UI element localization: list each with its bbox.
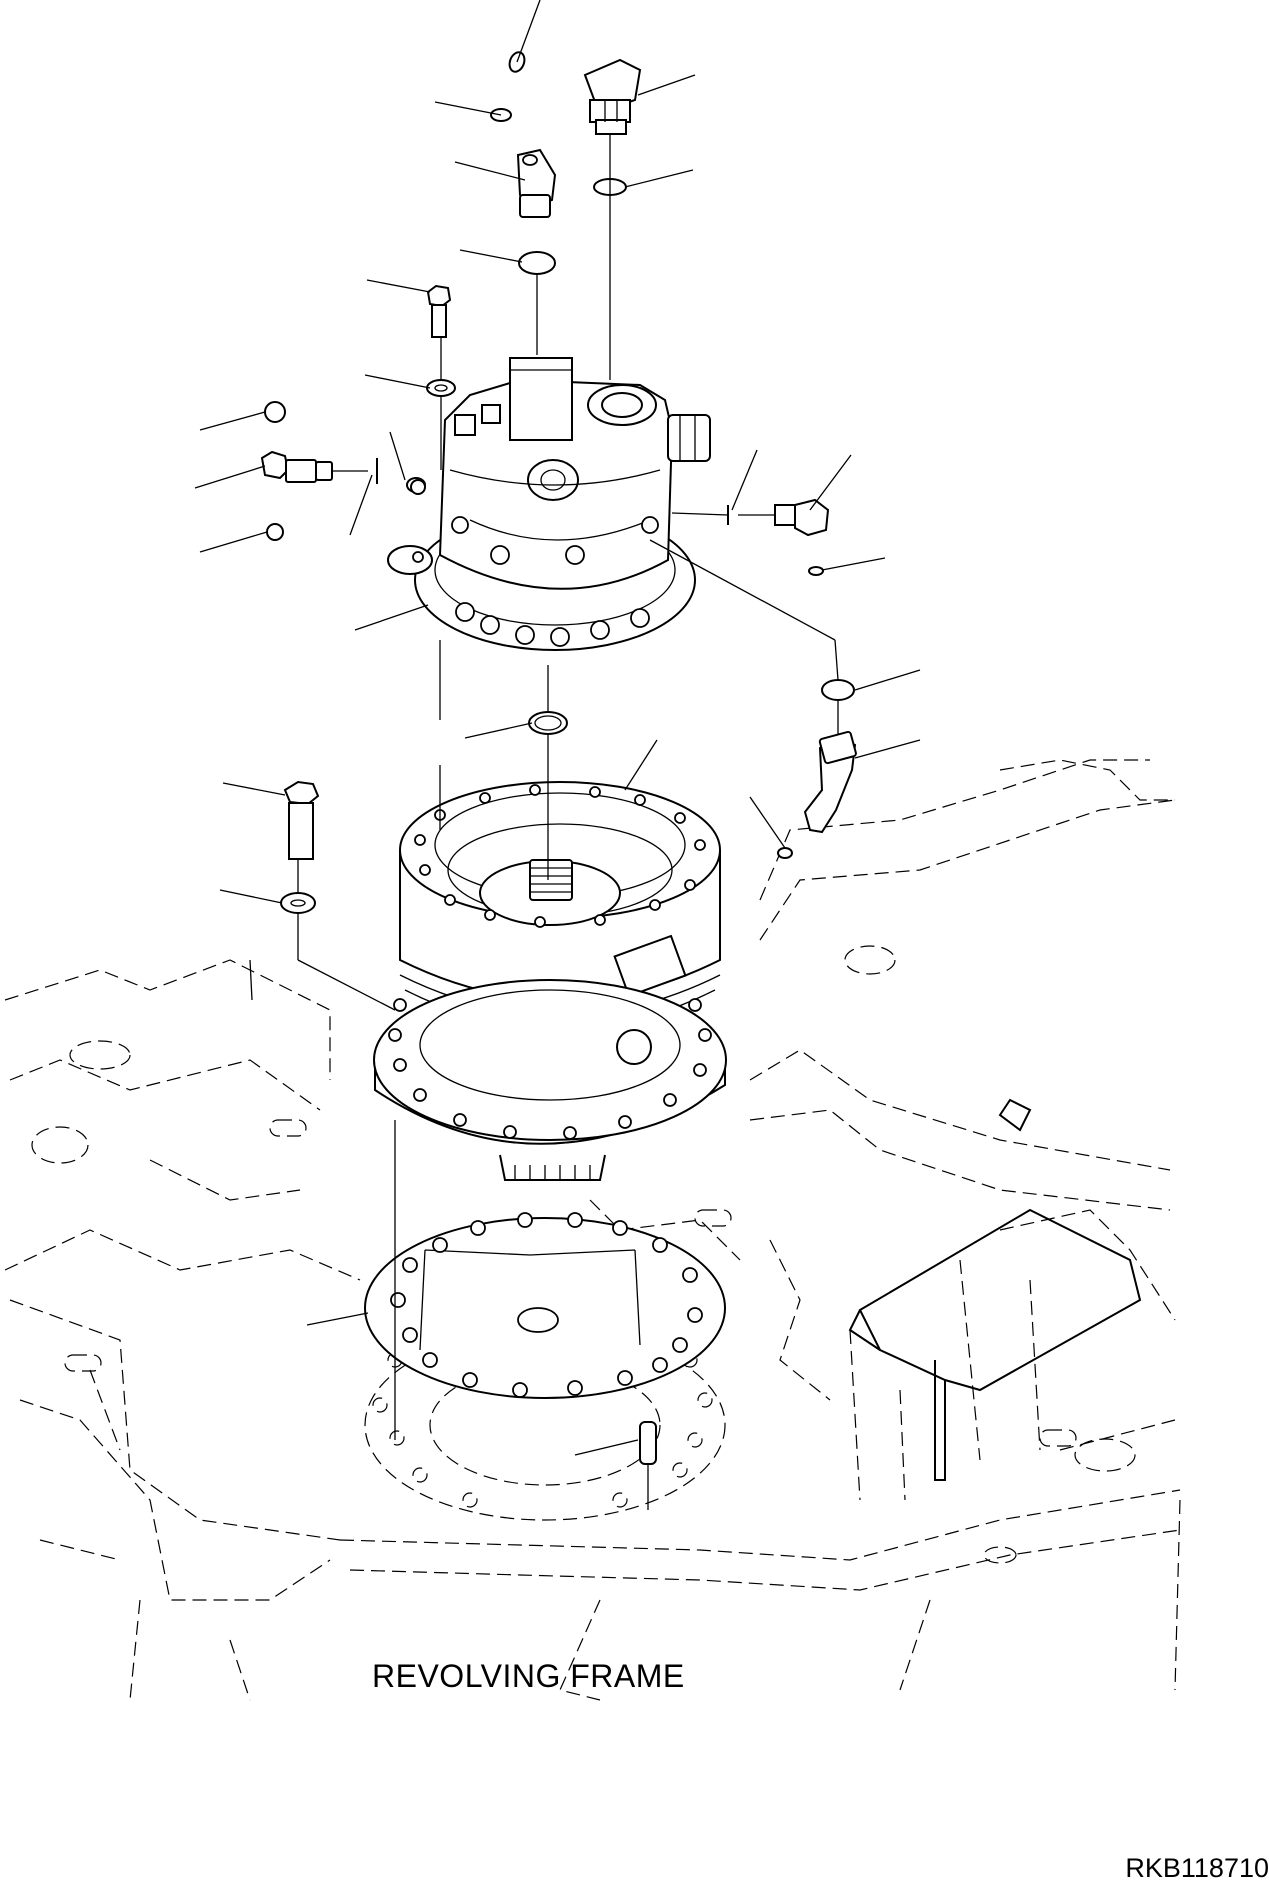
elbow-right bbox=[803, 730, 857, 834]
oring-center bbox=[528, 711, 568, 735]
mounting-gasket bbox=[364, 1212, 726, 1399]
center-lines bbox=[249, 133, 839, 1510]
gearbox-bolt bbox=[283, 780, 320, 860]
elbow-fitting-top bbox=[583, 58, 642, 135]
dowel-pin bbox=[639, 1421, 657, 1465]
oring-right bbox=[821, 679, 855, 701]
revolving-frame-label: REVOLVING FRAME bbox=[372, 1658, 685, 1694]
drawing-number: RKB118710 bbox=[1125, 1853, 1269, 1883]
left-fitting-assembly bbox=[260, 401, 426, 541]
angled-fitting-1 bbox=[516, 148, 557, 218]
frame-bracket bbox=[848, 1098, 1142, 1481]
oring-right-small bbox=[777, 847, 793, 859]
revolving-frame-outline bbox=[4, 759, 1181, 1701]
reduction-gearbox bbox=[373, 781, 727, 1181]
gearbox-washer bbox=[280, 892, 316, 914]
washer-upper bbox=[426, 379, 456, 397]
swing-motor bbox=[387, 357, 711, 651]
right-fitting-assembly bbox=[671, 498, 830, 576]
leader-lines bbox=[194, 0, 921, 1456]
bolt-upper bbox=[426, 284, 452, 338]
oring-4 bbox=[518, 251, 556, 275]
